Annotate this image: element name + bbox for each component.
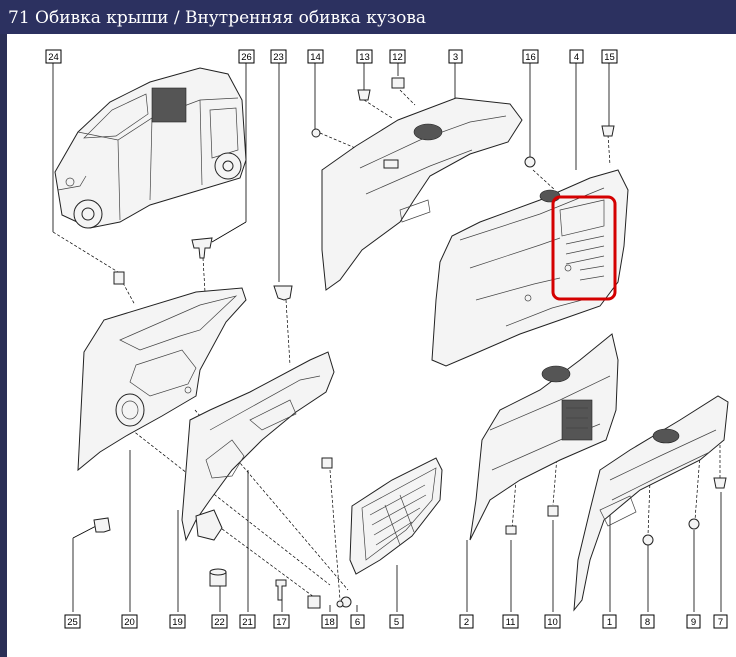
callout-7: 7 [713, 614, 728, 629]
svg-text:18: 18 [324, 617, 335, 628]
part-19-21-pillar-trim [181, 285, 335, 587]
part-1-wheelarch-trim [573, 395, 729, 612]
title-bar: 71 Обивка крыши / Внутренняя обивка кузо… [0, 0, 736, 34]
callout-20: 20 [121, 614, 138, 629]
callout-1: 1 [602, 614, 617, 629]
svg-text:15: 15 [604, 52, 615, 63]
svg-text:19: 19 [172, 617, 183, 628]
svg-text:6: 6 [355, 617, 360, 628]
callout-10: 10 [544, 614, 561, 629]
svg-text:9: 9 [691, 617, 696, 628]
callout-25: 25 [64, 614, 81, 629]
callout-2: 2 [459, 614, 474, 629]
svg-text:12: 12 [392, 52, 403, 63]
svg-text:16: 16 [525, 52, 536, 63]
part-4-upper-side-panel [431, 125, 629, 367]
svg-text:10: 10 [547, 617, 558, 628]
svg-text:2: 2 [464, 617, 469, 628]
part-5-speaker-grille [349, 457, 443, 575]
callout-22: 22 [211, 614, 228, 629]
svg-text:8: 8 [645, 617, 650, 628]
svg-text:11: 11 [506, 617, 516, 628]
part-20-left-side-trim [77, 237, 247, 533]
svg-text:14: 14 [310, 52, 321, 63]
svg-text:26: 26 [241, 52, 252, 63]
callout-26: 26 [238, 49, 255, 64]
leader-lines [52, 62, 722, 612]
callout-9: 9 [686, 614, 701, 629]
part-2-lower-side-panel [469, 333, 619, 541]
callout-15: 15 [601, 49, 618, 64]
callout-14: 14 [307, 49, 324, 64]
callout-labels: 24 26 23 14 13 12 3 16 4 15 25 20 19 22 … [45, 49, 728, 629]
callout-23: 23 [270, 49, 287, 64]
part-3-upper-quarter-trim [311, 77, 523, 291]
svg-text:3: 3 [453, 52, 458, 63]
highlight-box [551, 195, 617, 301]
callout-16: 16 [522, 49, 539, 64]
callout-18: 18 [321, 614, 338, 629]
callout-8: 8 [640, 614, 655, 629]
callout-19: 19 [169, 614, 186, 629]
diagram-title: 71 Обивка крыши / Внутренняя обивка кузо… [8, 8, 427, 28]
svg-text:4: 4 [574, 52, 579, 63]
svg-text:17: 17 [276, 617, 287, 628]
svg-text:7: 7 [718, 617, 723, 628]
callout-5: 5 [389, 614, 404, 629]
diagram-canvas: 24 26 23 14 13 12 3 16 4 15 25 20 19 22 … [7, 34, 736, 657]
callout-11: 11 [502, 614, 519, 629]
svg-text:25: 25 [67, 617, 78, 628]
callout-21: 21 [239, 614, 256, 629]
callout-12: 12 [389, 49, 406, 64]
svg-text:24: 24 [48, 52, 59, 63]
svg-text:21: 21 [242, 617, 253, 628]
callout-13: 13 [356, 49, 373, 64]
svg-text:22: 22 [214, 617, 225, 628]
callout-3: 3 [448, 49, 463, 64]
vehicle-overview-illustration [54, 67, 247, 229]
callout-17: 17 [273, 614, 290, 629]
svg-text:1: 1 [607, 617, 612, 628]
callout-4: 4 [569, 49, 584, 64]
svg-text:5: 5 [394, 617, 399, 628]
fasteners-bottom [275, 579, 352, 609]
parts-diagram: 24 26 23 14 13 12 3 16 4 15 25 20 19 22 … [45, 49, 729, 629]
callout-6: 6 [350, 614, 365, 629]
svg-text:13: 13 [359, 52, 370, 63]
callout-24: 24 [45, 49, 62, 64]
svg-text:23: 23 [273, 52, 284, 63]
svg-text:20: 20 [124, 617, 135, 628]
